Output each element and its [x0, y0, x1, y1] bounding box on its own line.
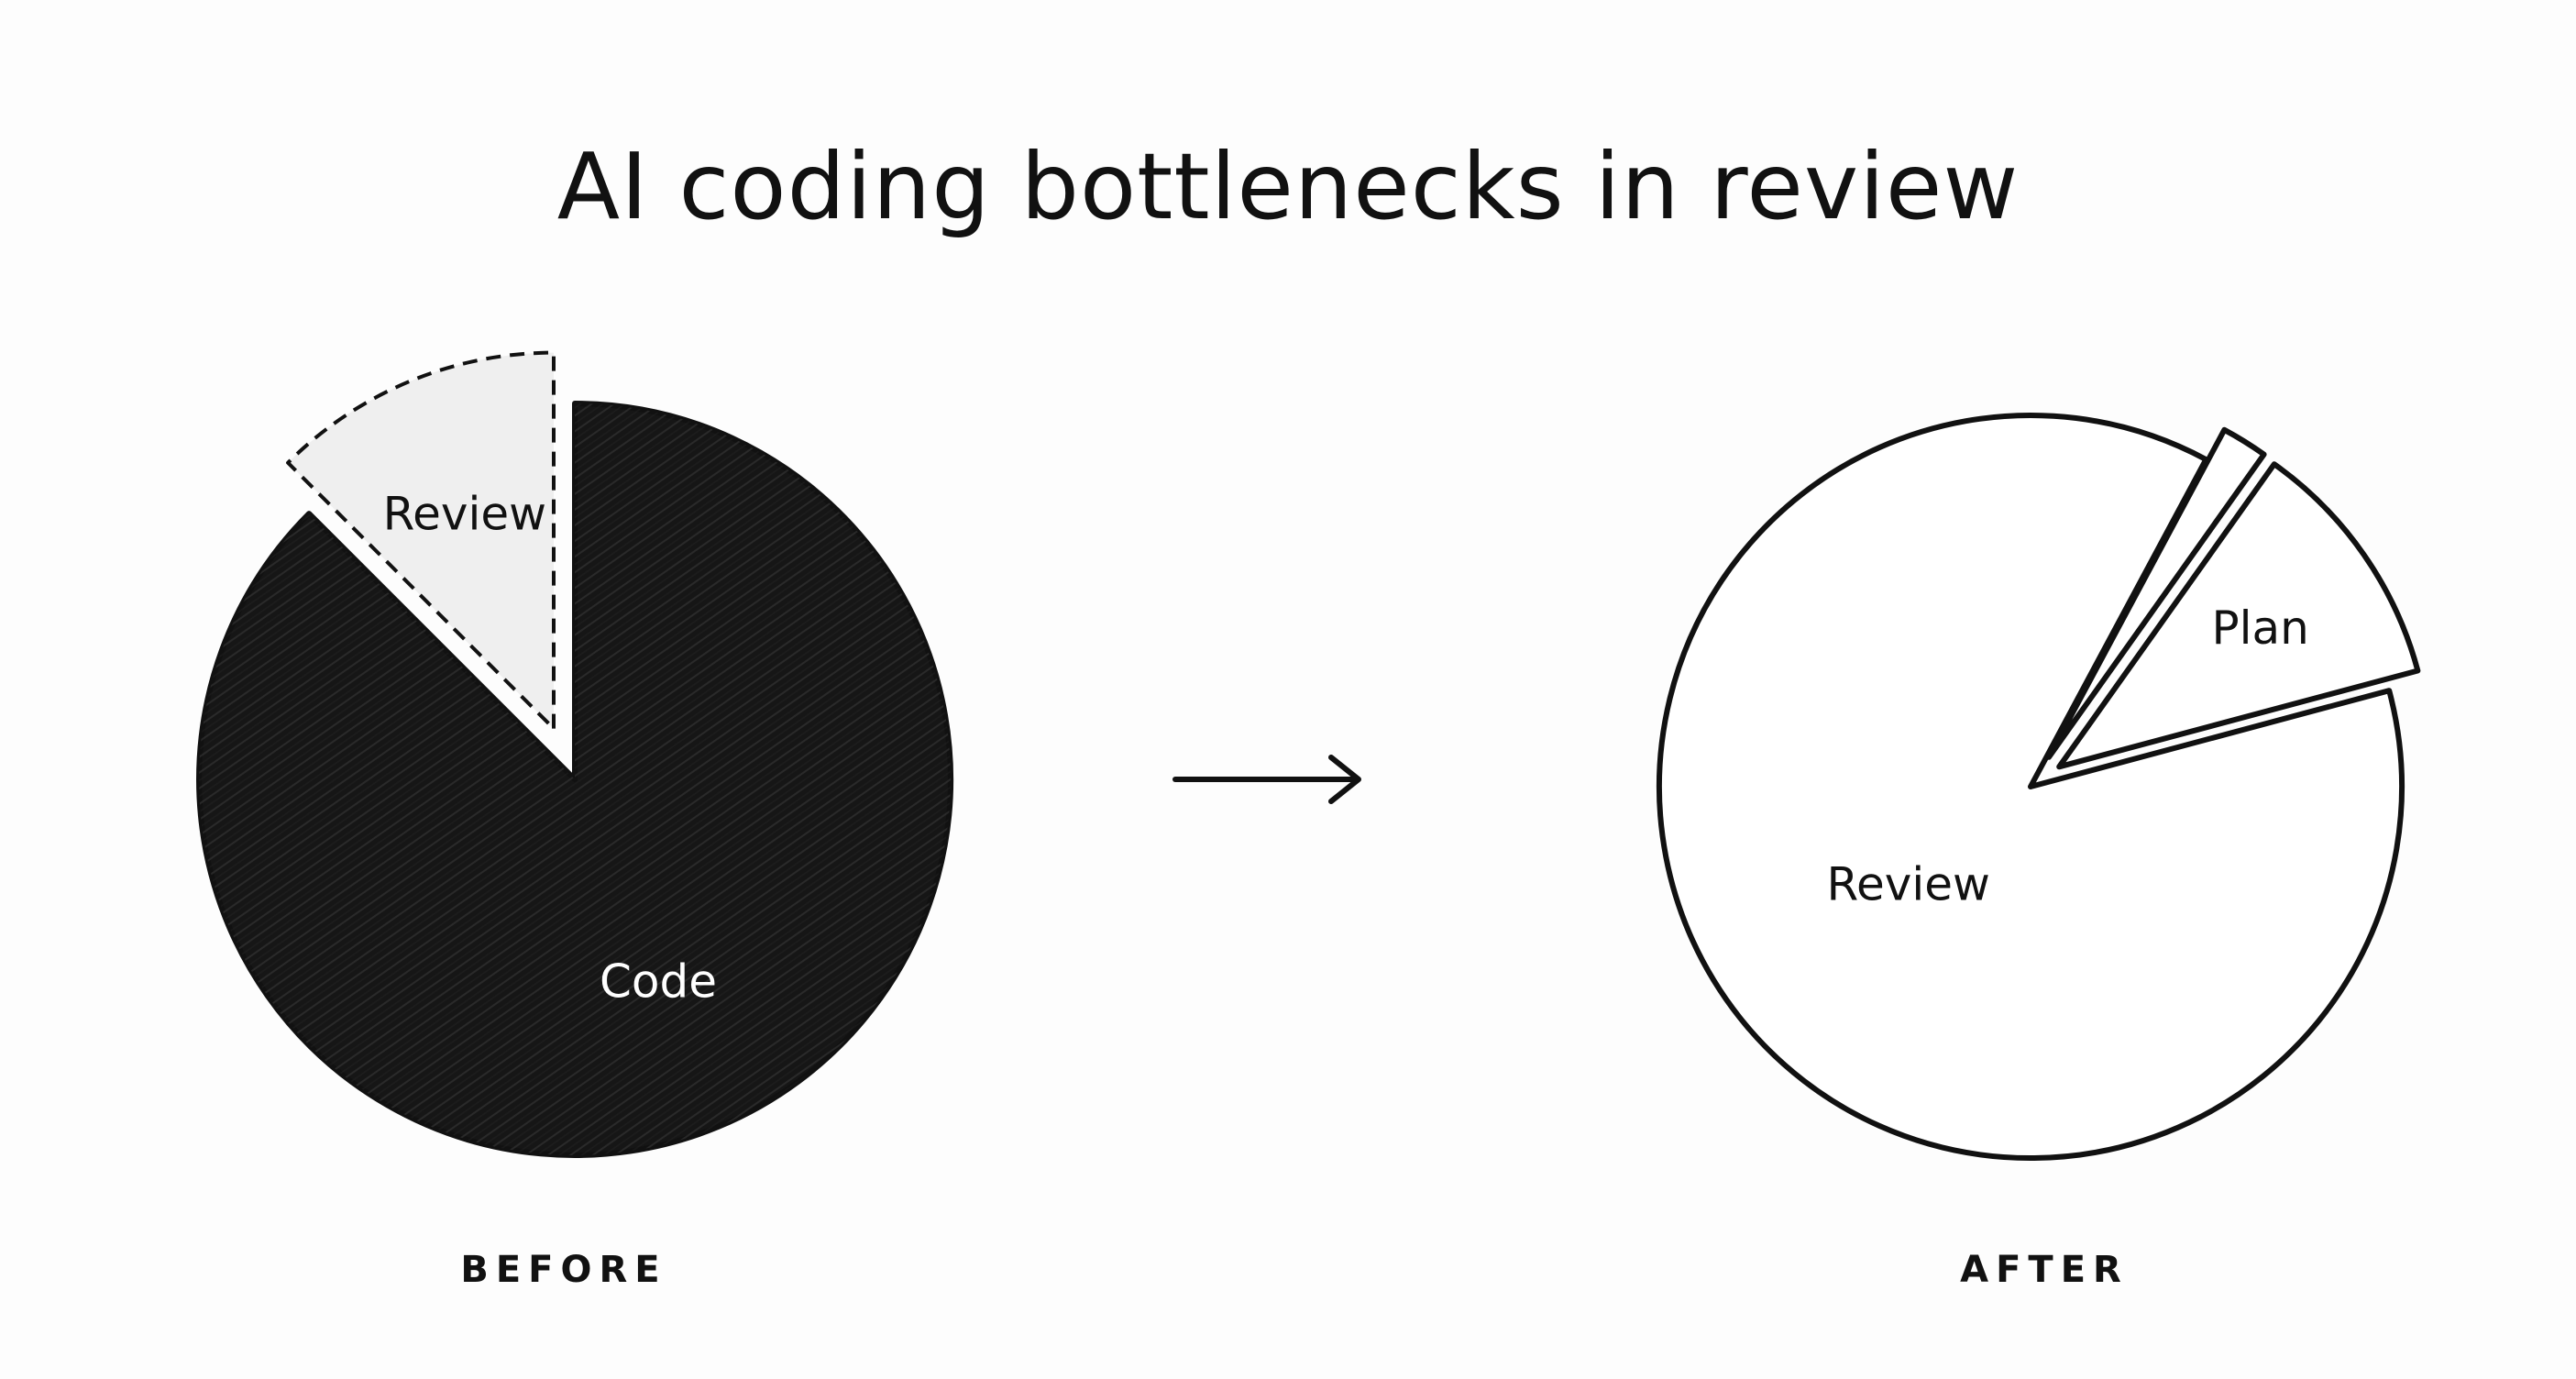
pie-slice-code-before-hatch — [199, 403, 952, 1155]
pie-slice-review-before — [286, 350, 556, 731]
slice-label-review-after: Review — [1826, 858, 1989, 911]
chart-title: AI coding bottlenecks in review — [557, 133, 2019, 240]
slice-label-review-before: Review — [383, 488, 546, 541]
pie-slice-code-after — [2046, 426, 2267, 760]
caption-before: BEFORE — [460, 1249, 666, 1291]
slice-label-code-before: Code — [600, 955, 717, 1009]
pie-chart-before: Code Review — [196, 350, 953, 1158]
pie-slice-plan-after — [2056, 461, 2421, 770]
pie-chart-after: PlanCodeReview — [1657, 413, 2421, 1161]
slice-label-plan-after: Plan — [2212, 601, 2309, 655]
pie-slice-review-after — [1657, 413, 2405, 1161]
arrow-right-icon — [1172, 755, 1361, 804]
caption-after: AFTER — [1960, 1249, 2129, 1291]
